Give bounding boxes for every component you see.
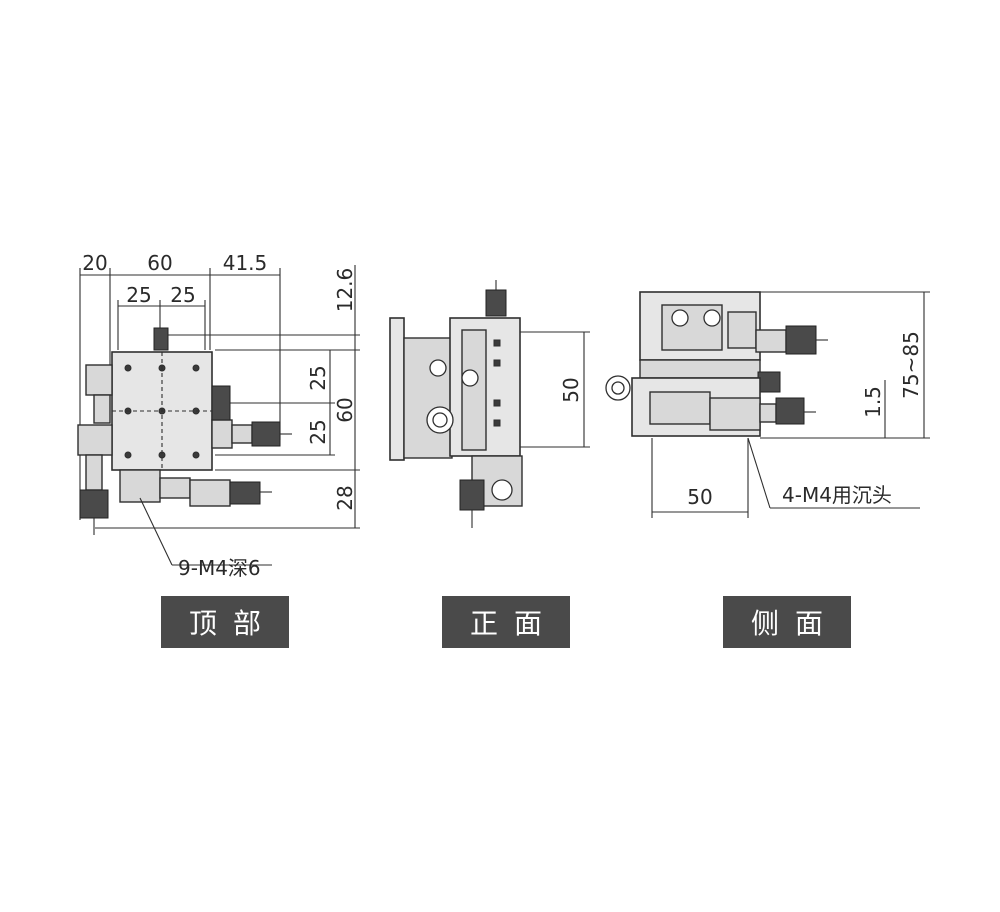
side-lower-knob-icon — [775, 397, 805, 425]
right-micrometer-knob-icon — [251, 421, 281, 447]
dim-25-lower: 25 — [306, 419, 330, 444]
dim-1-5: 1.5 — [861, 386, 885, 418]
dim-25-upper: 25 — [306, 365, 330, 390]
front-side-plate — [389, 317, 405, 461]
left-clamp — [85, 364, 113, 396]
dim-20: 20 — [82, 251, 107, 275]
caption-front-view: 正面 — [442, 596, 570, 648]
dim-28: 28 — [333, 485, 357, 510]
dim-25-left: 25 — [126, 283, 151, 307]
left-micrometer-knob-icon — [79, 489, 109, 519]
dim-75-85: 75~85 — [899, 331, 923, 399]
dim-60-vertical: 60 — [333, 397, 357, 422]
dim-50-front: 50 — [559, 377, 583, 402]
dim-25-right: 25 — [170, 283, 195, 307]
dim-60: 60 — [147, 251, 172, 275]
front-view: 50 — [389, 280, 590, 528]
bottom-micrometer-knob-icon — [229, 481, 261, 505]
front-bottom-knob-icon — [459, 479, 485, 511]
top-knob-icon — [153, 327, 169, 351]
top-view: 20 60 41.5 25 25 12.6 25 60 25 28 — [77, 251, 360, 580]
right-lock-knob-icon — [211, 385, 231, 421]
dim-50-side: 50 — [687, 485, 712, 509]
side-upper-knob-icon — [785, 325, 817, 355]
caption-side-view: 侧面 — [723, 596, 851, 648]
dim-12-6: 12.6 — [333, 268, 357, 313]
dim-41-5: 41.5 — [223, 251, 268, 275]
side-view-note: 4-M4用沉头 — [782, 483, 892, 507]
caption-top-view: 顶部 — [161, 596, 289, 648]
top-view-note: 9-M4深6 — [178, 556, 261, 580]
front-top-knob-icon — [485, 289, 507, 317]
side-lock-knob-icon — [757, 371, 781, 393]
side-view: 75~85 1.5 50 4-M4用沉头 — [605, 291, 930, 518]
